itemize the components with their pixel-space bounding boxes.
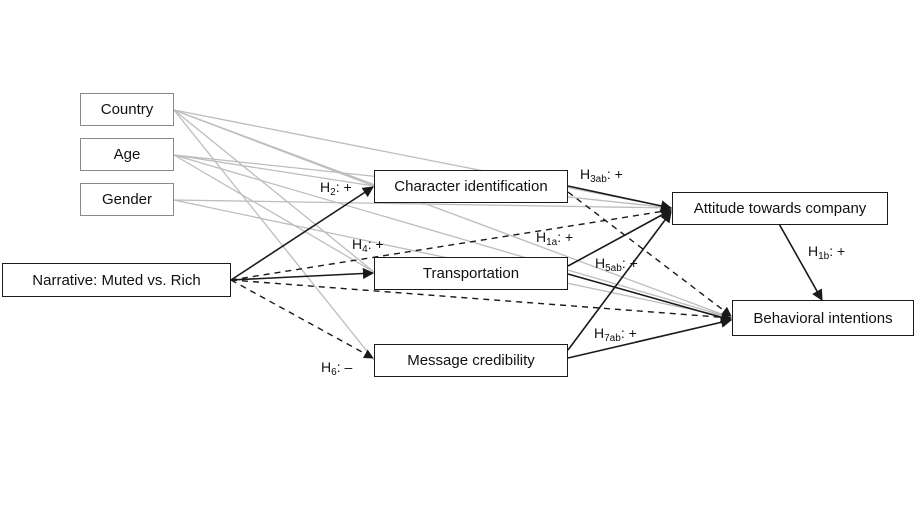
h5ab-label: H5ab: +: [595, 255, 638, 274]
h2-label: H2: +: [320, 179, 352, 198]
gender-label: Gender: [101, 191, 153, 208]
path-narrative-character: [230, 186, 374, 281]
h2-sign: : +: [335, 179, 352, 195]
h4-sign: : +: [367, 236, 384, 252]
h1a-sign: : +: [557, 229, 574, 245]
h7ab-sign: : +: [620, 325, 637, 341]
h1b-sub: 1b: [818, 251, 830, 262]
h3ab-label: H3ab: +: [580, 166, 623, 185]
h6-sign: : –: [336, 359, 353, 375]
dashed-path-character-behavioral: [567, 191, 732, 317]
country-label: Country: [100, 101, 154, 118]
attitude-label: Attitude towards company: [693, 200, 867, 217]
h4-main: H: [352, 236, 363, 252]
h7ab-label: H7ab: +: [594, 325, 637, 344]
narrative-label: Narrative: Muted vs. Rich: [32, 271, 201, 289]
h3ab-sign: : +: [606, 166, 623, 182]
control-paths: [173, 109, 733, 361]
solid-paths: [230, 185, 823, 359]
transportation-box: Transportation: [374, 257, 568, 290]
h1b-label: H1b: +: [808, 243, 846, 262]
path-transportation-attitude: [567, 209, 672, 267]
path-attitude-behavioral: [777, 221, 823, 301]
path-character-attitude: [567, 185, 673, 212]
h7ab-sub: 7ab: [604, 333, 621, 344]
behavioral-intentions-box: Behavioral intentions: [732, 300, 914, 336]
control-line-age-transportation: [173, 154, 375, 273]
h1a-sub: 1a: [546, 237, 558, 248]
control-line-country-attitude: [173, 109, 673, 209]
h6-sub: 6: [331, 367, 337, 378]
message-credibility-box: Message credibility: [374, 344, 568, 377]
gender-box: Gender: [80, 183, 174, 216]
h1b-sign: : +: [829, 243, 846, 259]
country-box: Country: [80, 93, 174, 126]
h2-main: H: [320, 179, 331, 195]
character-identification-box: Character identification: [374, 170, 568, 203]
control-line-gender-attitude: [173, 199, 673, 209]
age-label: Age: [113, 146, 141, 163]
dashed-path-narrative-attitude: [230, 206, 672, 281]
narrative-box: Narrative: Muted vs. Rich: [2, 263, 231, 297]
dashed-paths: [230, 191, 732, 359]
path-transportation-behavioral: [567, 273, 733, 323]
control-line-country-transportation: [173, 109, 375, 273]
h1a-label: H1a: +: [536, 229, 574, 248]
h5ab-sign: : +: [621, 255, 638, 271]
dashed-path-narrative-credibility: [230, 279, 374, 359]
h4-label: H4: +: [352, 236, 384, 255]
path-narrative-transportation: [230, 267, 375, 281]
path-credibility-attitude: [567, 211, 672, 351]
control-line-country-credibility: [173, 109, 375, 361]
age-box: Age: [80, 138, 174, 171]
transportation-label: Transportation: [422, 265, 520, 282]
h7ab-main: H: [594, 325, 605, 341]
h3ab-sub: 3ab: [590, 174, 607, 185]
h5ab-sub: 5ab: [605, 263, 622, 274]
h1b-main: H: [808, 243, 819, 259]
control-line-age-character: [173, 154, 375, 187]
path-credibility-behavioral: [567, 316, 733, 359]
h5ab-main: H: [595, 255, 606, 271]
character-identification-label: Character identification: [394, 178, 548, 195]
control-line-age-behavioral: [173, 154, 733, 319]
h1a-main: H: [536, 229, 547, 245]
h6-main: H: [321, 359, 332, 375]
attitude-box: Attitude towards company: [672, 192, 888, 225]
h3ab-main: H: [580, 166, 591, 182]
h4-sub: 4: [362, 244, 368, 255]
behavioral-intentions-label: Behavioral intentions: [753, 309, 893, 327]
h2-sub: 2: [330, 187, 336, 198]
message-credibility-label: Message credibility: [407, 352, 535, 369]
h6-label: H6: –: [321, 359, 353, 378]
